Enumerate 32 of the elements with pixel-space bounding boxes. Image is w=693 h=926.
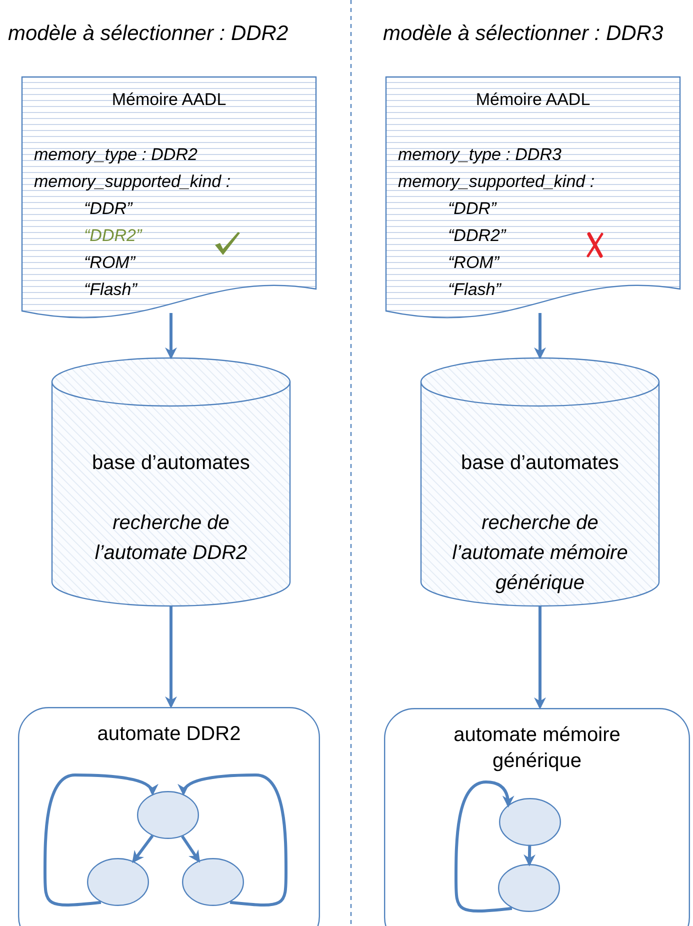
arrow <box>181 835 200 863</box>
arrow <box>179 774 288 906</box>
property-text: memory_type : DDR3 <box>398 145 562 165</box>
arrow <box>165 606 177 708</box>
heading: base d’automates <box>460 451 620 476</box>
caption-text: modèle à sélectionner : DDR2 <box>8 22 288 46</box>
value-text: “ROM” <box>84 253 135 273</box>
arrow <box>132 834 154 864</box>
value-text: “DDR” <box>84 199 132 219</box>
value-text: “DDR2” <box>84 226 142 246</box>
property-text: memory_supported_kind : <box>398 172 595 192</box>
property-text: memory_supported_kind : <box>34 172 231 192</box>
value-text: “Flash” <box>448 280 501 300</box>
caption-text: modèle à sélectionner : DDR3 <box>383 22 664 46</box>
arrow <box>454 780 514 912</box>
value-text: “DDR2” <box>448 226 506 246</box>
heading: base d’automates <box>91 451 251 476</box>
heading: automate DDR2 <box>96 722 242 747</box>
arrow <box>534 606 546 710</box>
heading: Mémoire AADL <box>110 90 228 110</box>
arrow <box>44 774 157 906</box>
value-text: “ROM” <box>448 253 499 273</box>
description-text: recherche de l’automate DDR2 <box>94 511 248 566</box>
value-text: “Flash” <box>84 280 137 300</box>
property-text: memory_type : DDR2 <box>34 145 198 165</box>
heading: automate mémoire générique <box>452 723 622 774</box>
description-text: recherche de l’automate mémoire générique <box>451 511 629 596</box>
heading: Mémoire AADL <box>474 90 592 110</box>
value-text: “DDR” <box>448 199 496 219</box>
arrow <box>165 313 177 360</box>
arrow <box>524 846 536 866</box>
arrow <box>534 313 546 360</box>
